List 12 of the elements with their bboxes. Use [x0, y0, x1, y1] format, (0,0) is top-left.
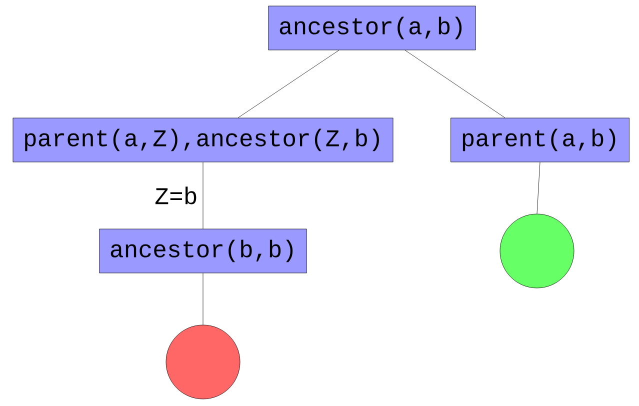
term-box: ancestor(b,b) — [99, 228, 307, 274]
term-box: parent(a,Z),ancestor(Z,b) — [12, 118, 394, 162]
connector-line — [202, 162, 204, 229]
connector-line — [404, 50, 506, 118]
connector-line — [202, 273, 204, 325]
leaf-circle — [166, 324, 240, 400]
edge-label: Z=b — [155, 186, 196, 204]
connector-line — [238, 50, 340, 118]
leaf-circle — [500, 214, 574, 288]
connector-line — [536, 162, 540, 214]
term-box: ancestor(a,b) — [268, 6, 476, 50]
term-box: parent(a,b) — [450, 118, 630, 162]
